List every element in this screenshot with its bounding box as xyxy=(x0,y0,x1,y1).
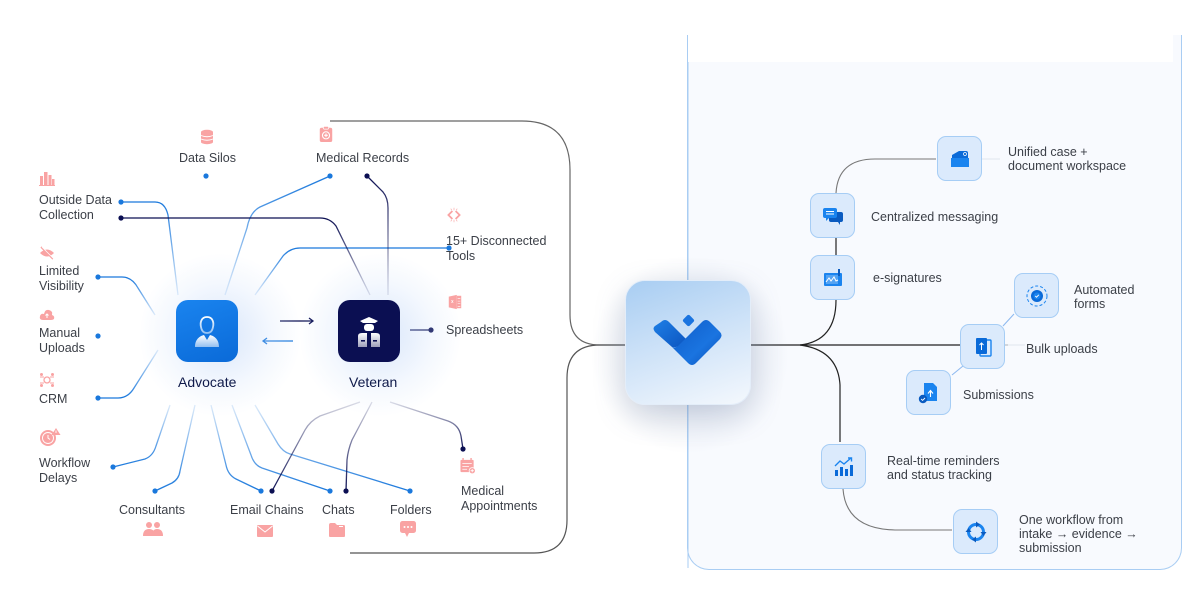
veteran-label: Veteran xyxy=(349,374,398,390)
pain-point-label: Spreadsheets xyxy=(446,323,524,337)
advocate-person-icon xyxy=(195,316,219,347)
endpoint-dots xyxy=(95,173,466,494)
pain-point-label: Medical Records xyxy=(316,151,410,165)
users-icon xyxy=(143,522,163,536)
veteran-node[interactable] xyxy=(338,300,400,362)
pain-point-label: 15+ Disconnected Tools xyxy=(446,234,547,263)
feature-messaging[interactable] xyxy=(810,193,855,238)
pain-point-label: Data Silos xyxy=(179,151,236,165)
brand-logo-tile[interactable] xyxy=(625,280,751,405)
feature-unified-workspace[interactable] xyxy=(937,136,982,181)
trending-chart-icon xyxy=(834,456,853,476)
feature-bulk-uploads[interactable] xyxy=(960,324,1005,369)
feature-label: Bulk uploads xyxy=(1026,342,1098,356)
pain-point-label: Outside Data Collection xyxy=(39,193,112,222)
pain-point-label: Consultants xyxy=(119,503,186,517)
veteran-officer-icon xyxy=(358,317,380,347)
crm-network-icon xyxy=(40,373,54,387)
solution-panel xyxy=(687,35,1182,570)
clock-alert-icon xyxy=(40,428,61,446)
folder-workspace-icon xyxy=(950,150,969,167)
feature-label: Centralized messaging xyxy=(871,210,999,224)
pain-point-label: Folders xyxy=(390,503,432,517)
feature-label: Unified case + document workspace xyxy=(1008,145,1127,173)
brand-heart-check-logo xyxy=(653,314,722,365)
feature-one-workflow[interactable] xyxy=(953,509,998,554)
bar-chart-icon xyxy=(39,172,55,186)
feature-label: One workflow from intake → evidence → su… xyxy=(1019,513,1138,555)
cycle-arrows-icon xyxy=(965,521,986,542)
messages-icon xyxy=(822,207,843,225)
pain-point-label: Medical Appointments xyxy=(461,484,538,513)
pain-point-label: Chats xyxy=(322,503,355,517)
calendar-plus-icon xyxy=(460,458,476,474)
cloud-upload-icon xyxy=(39,309,55,320)
spreadsheet-icon xyxy=(448,294,462,310)
chat-bubble-icon xyxy=(400,521,416,537)
feature-e-signatures[interactable] xyxy=(810,255,855,300)
panel-top-mask xyxy=(688,35,1173,62)
advocate-node[interactable] xyxy=(176,300,238,362)
feature-label: e-signatures xyxy=(873,271,942,285)
folder-icon xyxy=(329,523,345,537)
disconnected-tools-icon xyxy=(447,207,461,223)
pain-point-label: Email Chains xyxy=(230,503,304,517)
bracket-bottom xyxy=(350,344,625,554)
pain-point-label: Limited Visibility xyxy=(39,264,84,293)
e-signature-icon xyxy=(823,268,842,286)
mail-icon xyxy=(257,525,273,537)
feature-label: Submissions xyxy=(963,388,1034,402)
medical-clipboard-icon xyxy=(319,126,333,142)
file-upload-check-icon xyxy=(918,382,937,403)
bracket-top xyxy=(330,120,625,346)
exchange-arrows xyxy=(261,317,315,345)
advocate-label: Advocate xyxy=(178,374,237,390)
bulk-upload-icon xyxy=(975,337,992,357)
feature-status-tracking[interactable] xyxy=(821,444,866,489)
feature-submissions[interactable] xyxy=(906,370,951,415)
feature-label: Automated forms xyxy=(1074,283,1135,311)
feature-automated-forms[interactable] xyxy=(1014,273,1059,318)
gear-automation-icon xyxy=(1026,285,1047,306)
pain-point-label: Manual Uploads xyxy=(39,326,85,355)
pain-point-label: CRM xyxy=(39,392,68,406)
pain-point-label: Workflow Delays xyxy=(39,456,91,485)
feature-label: Real-time reminders and status tracking xyxy=(887,454,1000,482)
eye-slash-icon xyxy=(40,246,55,260)
database-icon xyxy=(200,129,214,145)
